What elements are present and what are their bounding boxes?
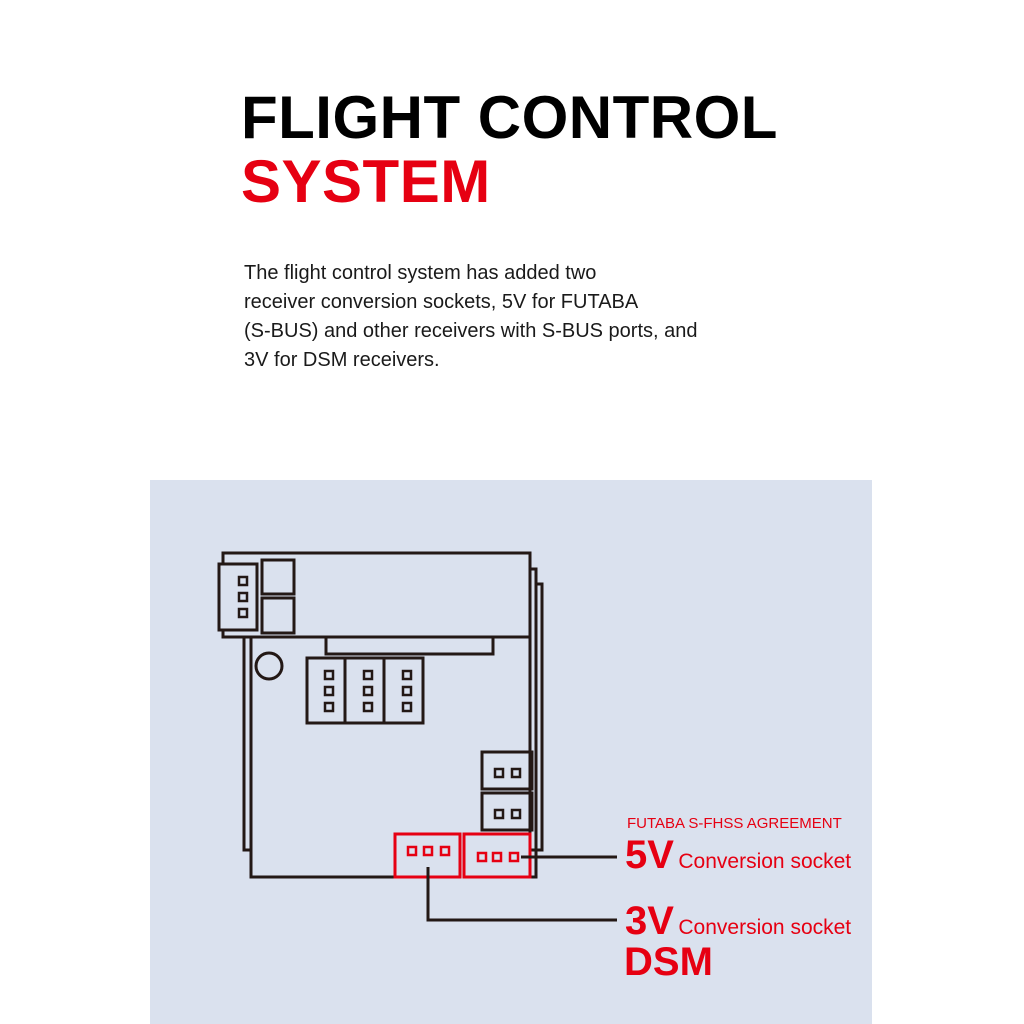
- description: The flight control system has added two …: [244, 259, 698, 375]
- voltage-3v: 3V: [625, 899, 674, 943]
- pin: [362, 685, 374, 697]
- pin: [323, 701, 335, 713]
- pin: [510, 767, 522, 779]
- pin: [439, 845, 451, 857]
- pin: [362, 669, 374, 681]
- conversion-socket-label: Conversion socket: [678, 916, 852, 939]
- mount-hole: [254, 651, 284, 681]
- pin: [401, 685, 413, 697]
- description-line: (S-BUS) and other receivers with S-BUS p…: [244, 320, 698, 342]
- description-line: 3V for DSM receivers.: [244, 349, 440, 371]
- pin: [406, 845, 418, 857]
- connector-2pin: [480, 791, 534, 832]
- pin: [323, 685, 335, 697]
- conversion-socket-label: Conversion socket: [678, 850, 852, 873]
- board-right-strip-outer: [534, 582, 544, 852]
- voltage-5v: 5V: [625, 833, 674, 877]
- top-square: [260, 596, 296, 635]
- leader-line-3v: [426, 867, 617, 922]
- agreement-label: FUTABA S-FHSS AGREEMENT: [627, 815, 842, 832]
- pin: [362, 701, 374, 713]
- pin: [237, 575, 249, 587]
- description-line: receiver conversion sockets, 5V for FUTA…: [244, 291, 639, 313]
- pin: [237, 591, 249, 603]
- pin: [493, 767, 505, 779]
- pin: [323, 669, 335, 681]
- pin: [493, 808, 505, 820]
- pin: [401, 669, 413, 681]
- description-line: The flight control system has added two: [244, 262, 597, 284]
- top-square: [260, 558, 296, 596]
- pin: [510, 808, 522, 820]
- title-line-1: FLIGHT CONTROL: [241, 84, 778, 151]
- pin: [422, 845, 434, 857]
- pin: [476, 851, 488, 863]
- protocol-dsm: DSM: [624, 940, 713, 984]
- pin: [237, 607, 249, 619]
- header-block: [305, 656, 425, 725]
- pin: [491, 851, 503, 863]
- socket-5v: [462, 832, 532, 879]
- module-bar: [324, 635, 495, 656]
- pin: [508, 851, 520, 863]
- label-5v: 5V Conversion socket: [625, 833, 851, 878]
- label-3v: 3V Conversion socket: [625, 899, 851, 944]
- connector-2pin: [480, 750, 534, 791]
- title-line-2: SYSTEM: [241, 148, 491, 215]
- pin: [401, 701, 413, 713]
